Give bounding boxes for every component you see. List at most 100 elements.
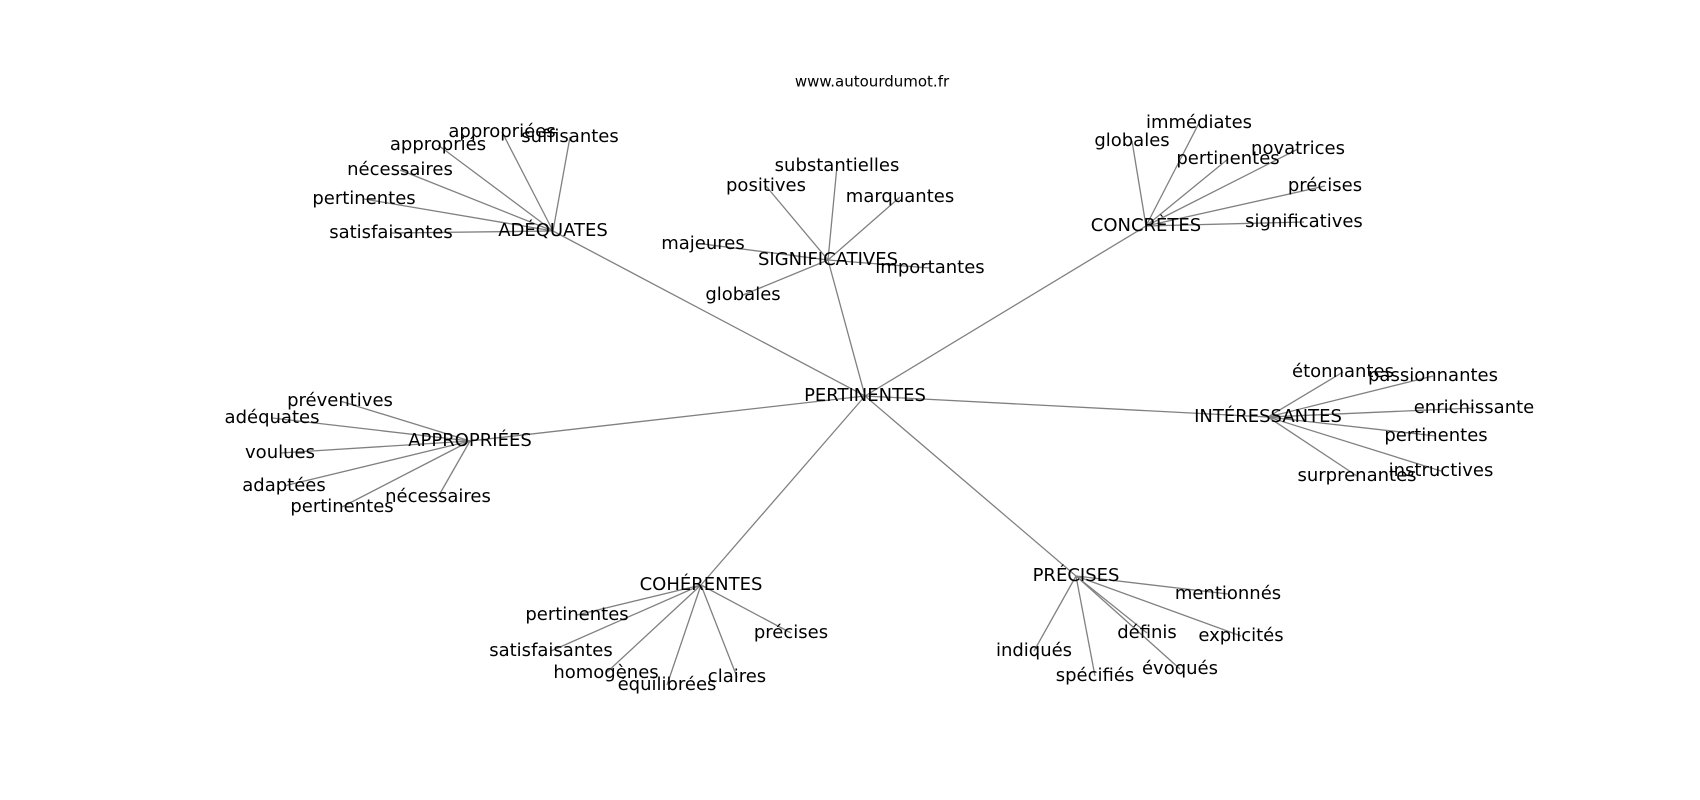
leaf-node[interactable]: équilibrées — [618, 674, 717, 695]
leaf-node[interactable]: évoqués — [1142, 658, 1218, 679]
child-edge — [501, 131, 554, 232]
leaf-node[interactable]: globales — [1094, 130, 1169, 151]
child-edge — [702, 243, 829, 261]
child-edge — [1267, 416, 1358, 477]
child-edge — [283, 440, 471, 487]
child-edge — [1267, 407, 1475, 418]
leaf-node[interactable]: globales — [705, 284, 780, 305]
child-edge — [1145, 148, 1299, 227]
leaf-node[interactable]: précises — [1288, 175, 1362, 196]
leaf-node[interactable]: pertinentes — [1176, 148, 1279, 169]
leaf-node[interactable]: importantes — [875, 257, 984, 278]
child-edge — [827, 259, 931, 269]
leaf-node[interactable]: indiqués — [996, 640, 1072, 661]
root-edge — [552, 230, 866, 397]
leaf-node[interactable]: spécifiés — [1056, 665, 1135, 686]
leaf-node[interactable]: immédiates — [1146, 112, 1252, 133]
child-edge — [552, 136, 571, 232]
child-edge — [700, 584, 738, 678]
root-edge — [469, 395, 866, 442]
child-edge — [1145, 185, 1326, 227]
child-edge — [700, 584, 792, 634]
child-edge — [550, 584, 702, 652]
leaf-node[interactable]: novatrices — [1251, 138, 1345, 159]
group-node[interactable]: APPROPRIÉES — [408, 429, 532, 451]
child-edge — [339, 400, 471, 442]
leaf-node[interactable]: enrichissante — [1414, 397, 1535, 418]
edge-layer — [271, 122, 1475, 686]
leaf-node[interactable]: voulues — [245, 442, 315, 463]
group-node[interactable]: CONCRÈTES — [1091, 214, 1201, 236]
leaf-node[interactable]: satisfaisantes — [489, 640, 613, 661]
leaf-node[interactable]: majeures — [661, 233, 745, 254]
child-edge — [1075, 575, 1242, 637]
child-edge — [1075, 575, 1229, 595]
child-edge — [1267, 416, 1442, 472]
child-edge — [1267, 371, 1344, 418]
leaf-node[interactable]: adaptées — [242, 475, 326, 496]
child-edge — [1131, 140, 1147, 227]
leaf-node[interactable]: significatives — [1245, 211, 1363, 232]
child-edge — [666, 584, 702, 686]
child-edge — [390, 230, 554, 234]
child-edge — [1075, 575, 1148, 634]
leaf-node[interactable]: substantielles — [775, 155, 900, 176]
leaf-node[interactable]: satisfaisantes — [329, 222, 453, 243]
group-node[interactable]: COHÉRENTES — [640, 573, 763, 595]
leaf-node[interactable]: surprenantes — [1297, 465, 1416, 486]
leaf-node[interactable]: positives — [726, 175, 806, 196]
leaf-node[interactable]: homogènes — [553, 662, 658, 683]
child-edge — [363, 198, 554, 232]
child-edge — [1145, 158, 1229, 227]
leaf-node[interactable]: passionnantes — [1368, 365, 1498, 386]
group-node[interactable]: PRÉCISES — [1033, 564, 1120, 586]
child-edge — [1267, 375, 1434, 418]
leaf-node[interactable]: préventives — [287, 390, 393, 411]
child-edge — [279, 440, 471, 454]
leaf-node[interactable]: pertinentes — [290, 496, 393, 517]
root-edge — [700, 395, 866, 586]
child-edge — [605, 584, 702, 674]
child-edge — [1145, 122, 1200, 227]
leaf-node[interactable]: appropriées — [448, 121, 555, 142]
leaf-node[interactable]: adéquates — [225, 407, 320, 428]
root-edge — [864, 225, 1147, 397]
leaf-node[interactable]: pertinentes — [1384, 425, 1487, 446]
label-layer: PERTINENTES ADÉQUATES appropriéessuffisant… — [225, 112, 1535, 695]
leaf-node[interactable]: suffisantes — [521, 126, 619, 147]
child-edge — [1033, 575, 1077, 652]
child-edge — [437, 440, 471, 498]
child-edge — [742, 259, 829, 296]
leaf-node[interactable]: pertinentes — [525, 604, 628, 625]
child-edge — [576, 584, 702, 616]
child-edge — [827, 165, 838, 261]
group-node[interactable]: ADÉQUATES — [498, 219, 608, 241]
root-edge — [864, 395, 1269, 418]
leaf-node[interactable]: nécessaires — [347, 159, 453, 180]
leaf-node[interactable]: mentionnés — [1175, 583, 1281, 604]
child-edge — [827, 196, 901, 261]
leaf-node[interactable]: explicités — [1198, 625, 1283, 646]
child-edge — [765, 185, 829, 261]
group-node[interactable]: INTÉRESSANTES — [1194, 405, 1342, 427]
source-url[interactable]: www.autourdumot.fr — [795, 73, 950, 91]
leaf-node[interactable]: précises — [754, 622, 828, 643]
leaf-node[interactable]: pertinentes — [312, 188, 415, 209]
child-edge — [437, 144, 554, 232]
child-edge — [1145, 221, 1305, 227]
child-edge — [341, 440, 471, 508]
leaf-node[interactable]: définis — [1117, 622, 1177, 643]
child-edge — [271, 417, 471, 442]
child-edge — [1267, 416, 1437, 437]
leaf-node[interactable]: étonnantes — [1292, 361, 1394, 382]
leaf-node[interactable]: instructives — [1389, 460, 1494, 481]
leaf-node[interactable]: appropriés — [390, 134, 486, 155]
root-node[interactable]: PERTINENTES — [804, 385, 926, 406]
leaf-node[interactable]: marquantes — [846, 186, 954, 207]
child-edge — [1075, 575, 1096, 677]
group-node[interactable]: SIGNIFICATIVES — [758, 249, 898, 270]
leaf-node[interactable]: claires — [708, 666, 766, 687]
leaf-node[interactable]: nécessaires — [385, 486, 491, 507]
child-edge — [399, 169, 554, 232]
